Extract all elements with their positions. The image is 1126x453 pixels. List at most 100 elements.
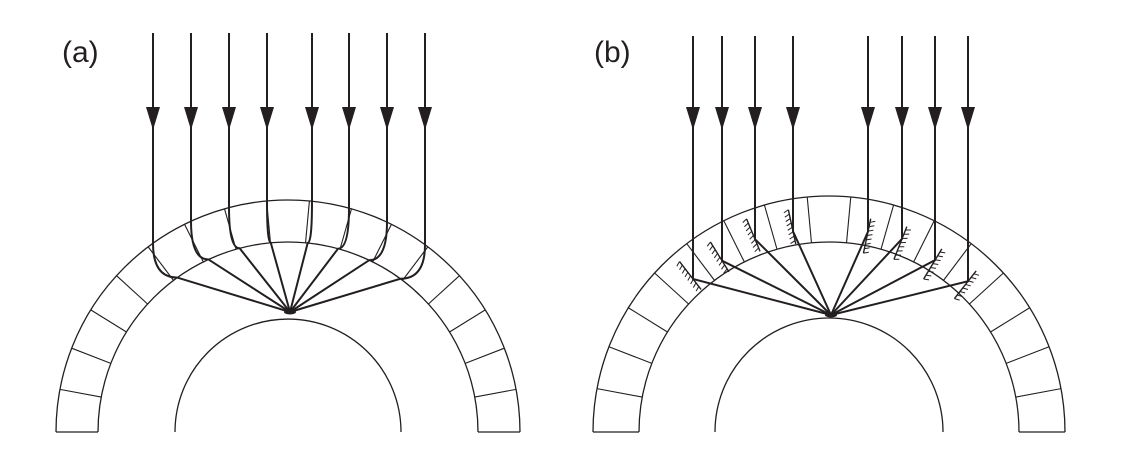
mirror-facet [783,209,797,245]
focal-point [825,312,837,318]
mirror-hatch [865,242,871,245]
arrowhead-icon [786,107,800,130]
arrowhead-icon [928,107,942,130]
mirror-hatch [962,287,969,290]
mirror-hatch [930,266,937,269]
arrowhead-icon [305,107,319,130]
ring-segment-divider [845,196,852,243]
light-ray [830,36,869,316]
outer-ring-outer-arc [592,195,1066,433]
ring-segment-divider [913,220,935,263]
mirror-hatch [923,278,930,281]
mirror-line [745,218,761,252]
mirror-hatch [692,282,697,288]
mirror-line [893,226,908,260]
ring-segment-divider [880,204,895,250]
mirror-hatch [723,268,728,274]
mirror-hatch [742,218,747,223]
mirror-hatch [676,261,680,267]
arrowhead-icon [342,107,356,130]
light-ray [289,33,313,313]
mirror-hatch [747,230,753,236]
mirror-facet [923,248,946,281]
ring-segment-divider [969,272,1004,305]
mirror-hatch [787,226,793,231]
ring-segment-divider [449,309,486,333]
ring-segment-divider [608,346,653,364]
focal-point [284,309,296,315]
ring-segment-divider [806,196,813,243]
light-ray [289,33,426,313]
mirror-hatch [684,271,689,278]
mirror-hatch [718,260,723,266]
mirror-hatch [939,251,946,254]
ring-segment-divider [763,204,778,250]
light-ray [830,36,936,316]
mirror-facet [706,241,730,274]
light-ray [152,33,291,313]
arrowhead-icon [260,107,274,130]
outer-ring-inner-arc [97,241,479,433]
mirror-hatch [716,257,721,262]
mirror-line [709,241,730,273]
light-ray [830,36,969,316]
mirror-hatch [968,280,974,283]
light-ray [266,33,291,313]
mirror-hatch [783,209,789,214]
arrowhead-icon [418,107,432,130]
ring-segment-divider [596,388,643,398]
ring-segment-divider [402,246,429,281]
mirror-hatch [965,283,971,287]
ring-segment-divider [943,243,972,281]
mirror-hatch [867,234,873,237]
outer-ring-inner-arc [638,241,1020,433]
outer-ring-outer-arc [55,199,521,433]
mirror-hatch [790,240,796,244]
arrowhead-icon [380,107,394,130]
ring-segment-divider [723,220,745,263]
panel-b-diagram [592,36,1066,433]
ring-segment-divider [428,275,460,305]
ring-segment-divider [628,307,668,333]
ring-segment-divider [90,309,127,333]
mirror-hatch [706,241,711,247]
mirror-hatch [749,235,754,240]
mirror-facet [676,261,702,292]
light-ray [830,36,903,316]
mirror-hatch [754,247,759,253]
mirror-hatch [970,276,977,280]
mirror-hatch [957,294,963,298]
mirror-hatch [928,270,934,273]
mirror-facet [953,270,980,301]
ring-segment-divider [147,246,174,281]
arrowhead-icon [861,107,875,130]
ring-segment-divider [116,275,148,305]
mirror-hatch [744,222,749,228]
ring-segment-divider [1015,388,1062,398]
mirror-hatch [937,255,943,258]
ring-segment-divider [464,347,505,364]
mirror-hatch [695,286,700,292]
mirror-hatch [679,264,683,271]
mirror-line [953,270,977,300]
mirror-facet [742,218,761,253]
mirror-hatch [709,245,714,251]
mirror-hatch [785,218,791,222]
arrowhead-icon [748,107,762,130]
mirror-hatch [866,238,872,241]
mirror-line [923,248,943,280]
arrowhead-icon [895,107,909,130]
mirror-hatch [863,251,869,254]
ring-segment-divider [686,243,715,281]
ring-segment-divider [304,200,310,243]
mirror-hatch [752,243,758,248]
mirror-hatch [786,222,792,227]
mirror-facet [893,226,911,260]
mirror-hatch [745,226,751,232]
light-ray [190,33,291,313]
mirror-hatch [959,291,966,294]
inner-semicircle [174,318,402,433]
arrowhead-icon [686,107,700,130]
mirror-hatch [721,264,726,270]
